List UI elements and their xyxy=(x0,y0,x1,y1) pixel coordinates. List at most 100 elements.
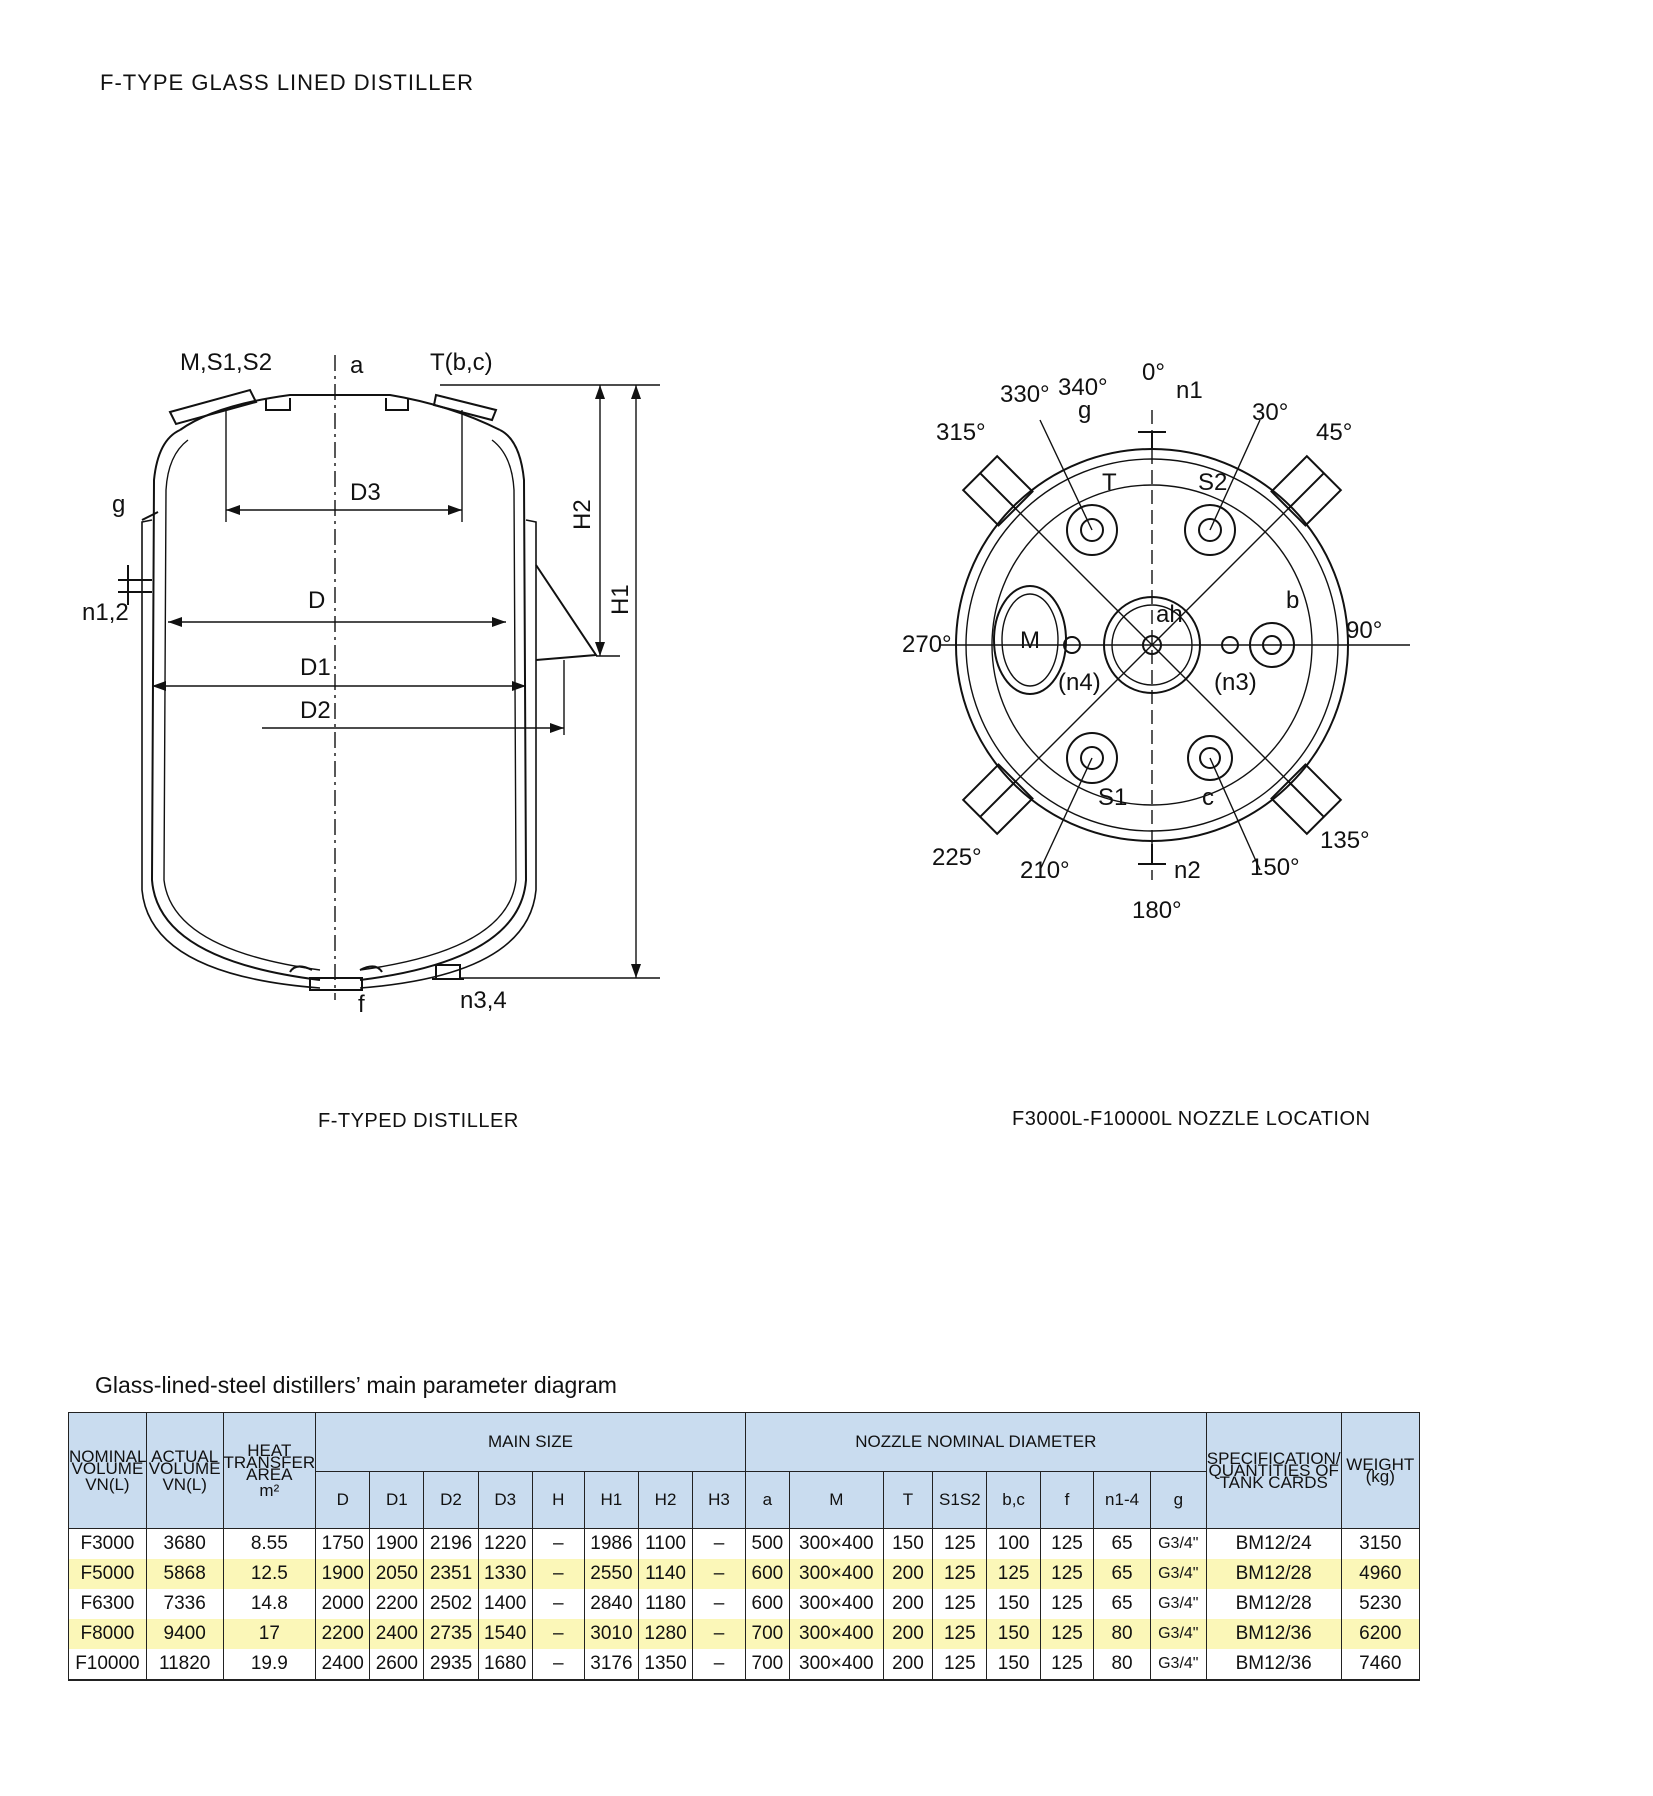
table-cell: – xyxy=(531,1649,585,1681)
table-title: Glass-lined-steel distillers’ main param… xyxy=(95,1372,617,1398)
header-main-size: MAIN SIZE xyxy=(315,1412,746,1472)
nozzle-location-drawing: 0° n1 330° 340° g 315° 30° 45° T S2 M ah… xyxy=(902,359,1410,924)
label-deg330: 330° xyxy=(1000,381,1050,408)
table-cell: 2502 xyxy=(423,1589,479,1619)
label-deg30: 30° xyxy=(1252,399,1288,426)
table-cell: – xyxy=(692,1528,746,1559)
table-cell: 300×400 xyxy=(788,1589,884,1619)
table-cell: 9400 xyxy=(145,1619,224,1649)
table-cell: 200 xyxy=(882,1619,934,1649)
subheader-d1: D1 xyxy=(369,1471,425,1529)
table-cell: 19.9 xyxy=(222,1649,317,1681)
table-cell: F8000 xyxy=(68,1619,147,1649)
label-deg315: 315° xyxy=(936,419,986,446)
table-cell: 1350 xyxy=(637,1649,694,1681)
table-cell: 125 xyxy=(932,1528,988,1559)
header-actual-volume: ACTUAL VOLUME VN(L) xyxy=(145,1412,224,1529)
subheader-h3: H3 xyxy=(692,1471,746,1529)
table-cell: 125 xyxy=(1039,1589,1095,1619)
table-cell: 7336 xyxy=(145,1589,224,1619)
table-cell: 6200 xyxy=(1340,1619,1421,1649)
table-cell: 700 xyxy=(744,1649,790,1681)
table-cell: – xyxy=(692,1589,746,1619)
table-cell: 2935 xyxy=(423,1649,479,1681)
table-cell: 150 xyxy=(986,1649,1041,1681)
subheader-d2: D2 xyxy=(423,1471,479,1529)
table-cell: 125 xyxy=(932,1559,988,1589)
label-t: T xyxy=(1102,469,1117,496)
label-s1: S1 xyxy=(1098,784,1127,811)
label-msls2: M,S1,S2 xyxy=(180,349,272,376)
table-cell: 1540 xyxy=(477,1619,533,1649)
table-cell: 1900 xyxy=(369,1528,425,1559)
table-cell: 5230 xyxy=(1340,1589,1421,1619)
table-cell: – xyxy=(692,1559,746,1589)
table-cell: 11820 xyxy=(145,1649,224,1681)
label-d: D xyxy=(308,587,325,614)
label-tbc: T(b,c) xyxy=(430,349,493,376)
table-cell: – xyxy=(692,1619,746,1649)
table-cell: 125 xyxy=(1039,1559,1095,1589)
subheader-h1: H1 xyxy=(583,1471,639,1529)
subheader-d3: D3 xyxy=(477,1471,533,1529)
table-cell: – xyxy=(531,1589,585,1619)
table-cell: 200 xyxy=(882,1559,934,1589)
label-c: c xyxy=(1202,784,1214,811)
header-nominal-volume: NOMINAL VOLUME VN(L) xyxy=(68,1412,147,1529)
table-cell: 12.5 xyxy=(222,1559,317,1589)
table-cell: 1750 xyxy=(315,1528,371,1559)
label-n3: (n3) xyxy=(1214,669,1257,696)
subheader-d: D xyxy=(315,1471,371,1529)
table-cell: 125 xyxy=(932,1589,988,1619)
table-cell: 150 xyxy=(986,1589,1041,1619)
table-cell: 200 xyxy=(882,1649,934,1681)
label-n4: (n4) xyxy=(1058,669,1101,696)
subheader-a: a xyxy=(744,1471,790,1529)
table-cell: 8.55 xyxy=(222,1528,317,1559)
table-cell: G3/4" xyxy=(1149,1589,1207,1619)
label-h1: H1 xyxy=(607,584,634,615)
page-title: F-TYPE GLASS LINED DISTILLER xyxy=(100,70,474,95)
table-cell: 17 xyxy=(222,1619,317,1649)
label-deg340: 340° xyxy=(1058,374,1108,401)
table-cell: 2000 xyxy=(315,1589,371,1619)
label-n1: n1 xyxy=(1176,377,1203,404)
subheader-h2: H2 xyxy=(637,1471,694,1529)
left-caption: F-TYPED DISTILLER xyxy=(318,1110,519,1132)
table-cell: 1330 xyxy=(477,1559,533,1589)
table-cell: 700 xyxy=(744,1619,790,1649)
table-cell: – xyxy=(531,1559,585,1589)
subheader-h: H xyxy=(531,1471,585,1529)
table-cell: – xyxy=(531,1528,585,1559)
table-cell: 2550 xyxy=(583,1559,639,1589)
table-cell: F3000 xyxy=(68,1528,147,1559)
table-cell: 600 xyxy=(744,1559,790,1589)
subheader-f: f xyxy=(1039,1471,1095,1529)
table-cell: 2400 xyxy=(369,1619,425,1649)
subheader-n1-4: n1-4 xyxy=(1093,1471,1151,1529)
table-cell: 5868 xyxy=(145,1559,224,1589)
table-cell: 125 xyxy=(986,1559,1041,1589)
label-deg45: 45° xyxy=(1316,419,1352,446)
table-cell: G3/4" xyxy=(1149,1559,1207,1589)
table-cell: 125 xyxy=(932,1619,988,1649)
table-cell: 2196 xyxy=(423,1528,479,1559)
right-caption: F3000L-F10000L NOZZLE LOCATION xyxy=(1012,1108,1371,1130)
table-cell: 80 xyxy=(1093,1619,1151,1649)
table-cell: 1680 xyxy=(477,1649,533,1681)
label-deg90: 90° xyxy=(1346,617,1382,644)
table-cell: F6300 xyxy=(68,1589,147,1619)
table-cell: 2400 xyxy=(315,1649,371,1681)
label-m: M xyxy=(1020,627,1040,654)
label-deg150: 150° xyxy=(1250,854,1300,881)
table-cell: 1180 xyxy=(637,1589,694,1619)
table-cell: 4960 xyxy=(1340,1559,1421,1589)
parameter-table: NOMINAL VOLUME VN(L) ACTUAL VOLUME VN(L)… xyxy=(68,1412,1421,1681)
table-cell: 3680 xyxy=(145,1528,224,1559)
table-cell: 3176 xyxy=(583,1649,639,1681)
label-d1: D1 xyxy=(300,654,331,681)
table-cell: G3/4" xyxy=(1149,1649,1207,1681)
label-ah: ah xyxy=(1156,601,1183,628)
